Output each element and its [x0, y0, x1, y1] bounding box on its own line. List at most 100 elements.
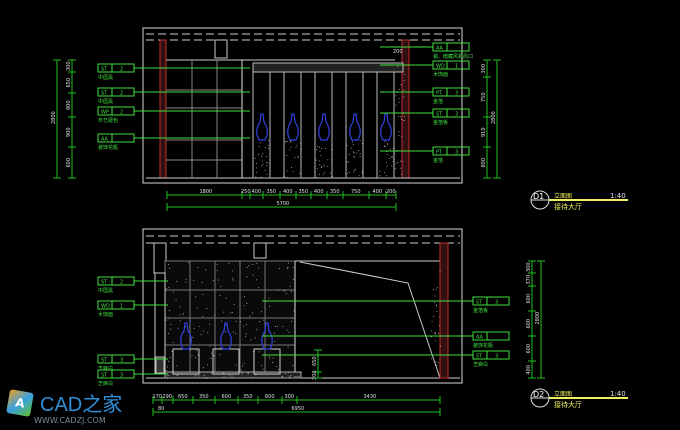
stone-speckle	[349, 154, 350, 155]
d2-dim-mid-label: 200	[312, 370, 318, 380]
stone-speckle	[261, 177, 262, 178]
stone-speckle	[403, 120, 404, 121]
stone-speckle	[396, 163, 397, 164]
stone-speckle	[290, 142, 291, 143]
stone-speckle	[209, 324, 210, 325]
stone-speckle	[287, 171, 288, 172]
d1-tag-right-label: 装、暗藏风机风口	[433, 53, 473, 60]
d1-tag-right-code: AA	[436, 46, 444, 52]
stone-speckle	[319, 147, 320, 148]
stone-speckle	[242, 374, 243, 375]
stone-speckle	[247, 267, 248, 268]
stone-speckle	[433, 289, 434, 290]
stone-speckle	[268, 140, 269, 141]
stone-speckle	[166, 320, 167, 321]
stone-speckle	[392, 156, 393, 157]
stone-speckle	[197, 350, 198, 351]
stone-speckle	[327, 159, 328, 160]
stone-speckle	[437, 365, 438, 366]
stone-speckle	[293, 279, 294, 280]
stone-speckle	[301, 160, 302, 161]
d2-tag-left-num: 2	[120, 280, 123, 286]
d2-tag-left-num: 3	[120, 373, 123, 379]
stone-speckle	[399, 89, 400, 90]
d1-left-wall	[160, 40, 166, 178]
stone-speckle	[387, 166, 388, 167]
stone-speckle	[195, 376, 196, 377]
stone-speckle	[317, 168, 318, 169]
d1-dim-right-total-label: 2800	[491, 111, 497, 124]
stone-speckle	[287, 267, 288, 268]
stone-speckle	[269, 306, 270, 307]
d2-tag-left-code: WD	[101, 304, 110, 310]
stone-speckle	[260, 177, 261, 178]
stone-speckle	[253, 275, 254, 276]
stone-speckle	[362, 171, 363, 172]
stone-speckle	[289, 376, 290, 377]
stone-speckle	[261, 166, 262, 167]
d2-dim-bottom-label: 290	[163, 394, 173, 400]
stone-speckle	[391, 166, 392, 167]
d1-dim-bottom-label: 400	[252, 189, 262, 195]
d1-tag-left-code: WP	[101, 110, 109, 116]
stone-speckle	[431, 358, 432, 359]
d1-dim-total-label: 5700	[277, 201, 290, 207]
stone-speckle	[436, 361, 437, 362]
stone-speckle	[274, 333, 275, 334]
stone-speckle	[400, 168, 401, 169]
stone-speckle	[385, 141, 386, 142]
stone-speckle	[379, 171, 380, 172]
stone-speckle	[438, 362, 439, 363]
d2-dim-bottom-label: 600	[222, 394, 232, 400]
stone-speckle	[255, 158, 256, 159]
d2-dim-total-label: 6950	[292, 406, 305, 412]
stone-speckle	[242, 372, 243, 373]
stone-speckle	[267, 165, 268, 166]
stone-speckle	[249, 265, 250, 266]
stone-speckle	[356, 153, 357, 154]
stone-speckle	[258, 267, 259, 268]
stone-speckle	[211, 373, 212, 374]
stone-speckle	[256, 163, 257, 164]
stone-speckle	[294, 311, 295, 312]
stone-speckle	[293, 267, 294, 268]
stone-speckle	[404, 116, 405, 117]
stone-speckle	[242, 366, 243, 367]
stone-speckle	[243, 326, 244, 327]
stone-speckle	[263, 164, 264, 165]
stone-speckle	[188, 262, 189, 263]
stone-speckle	[172, 351, 173, 352]
stone-speckle	[287, 268, 288, 269]
stone-speckle	[265, 147, 266, 148]
stone-speckle	[387, 144, 388, 145]
stone-speckle	[248, 373, 249, 374]
stone-speckle	[402, 161, 403, 162]
d2-title-scale: 1:40	[610, 390, 626, 398]
d1-dim-bottom-label: 1800	[200, 189, 213, 195]
d1-tag-right-num: 3	[455, 112, 458, 118]
stone-speckle	[433, 316, 434, 317]
d1-dim-bottom-label: 400	[314, 189, 324, 195]
stone-speckle	[195, 296, 196, 297]
stone-speckle	[295, 376, 296, 377]
stone-speckle	[202, 316, 203, 317]
stone-speckle	[296, 145, 297, 146]
d1-tag-right-label: 金箔	[433, 157, 443, 164]
d2-tag-right-label: 芝麻白	[473, 361, 488, 368]
stone-speckle	[387, 154, 388, 155]
d2-tag-left-code: ST	[101, 280, 108, 286]
stone-speckle	[180, 306, 181, 307]
d1-tag-left-num: 2	[120, 110, 123, 116]
d2-dim-bottom-label: 350	[243, 394, 253, 400]
d1-column	[377, 72, 394, 178]
watermark-brand: CAD之家	[40, 388, 122, 417]
d1-dim-left-label: 600	[66, 158, 72, 168]
stone-speckle	[282, 377, 283, 378]
stone-speckle	[169, 310, 170, 311]
stone-speckle	[398, 98, 399, 99]
stone-speckle	[291, 147, 292, 148]
d2-beam	[154, 243, 166, 273]
stone-speckle	[221, 286, 222, 287]
